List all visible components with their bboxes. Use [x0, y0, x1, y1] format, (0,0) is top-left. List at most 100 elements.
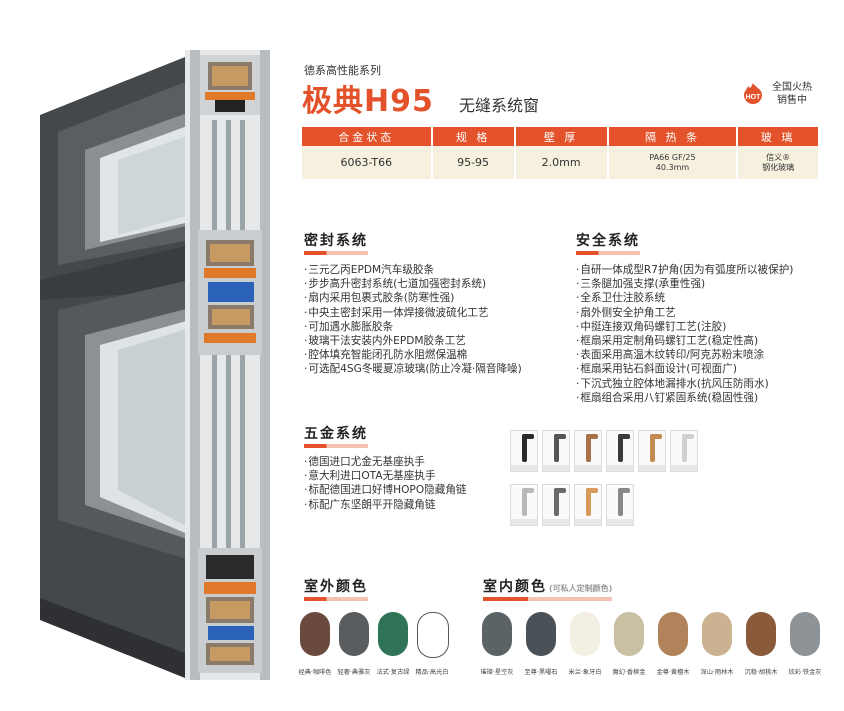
list-item: 框扇组合采用八钉紧固系统(稳固性强): [576, 391, 793, 405]
handle-caption-strip: [575, 465, 601, 471]
handle-caption-strip: [575, 519, 601, 525]
interior-color-section: 室内颜色(可私人定制颜色): [483, 576, 612, 601]
list-item: 可选配4SG冬暖夏凉玻璃(防止冷凝·隔音降噪): [304, 362, 521, 376]
color-swatch[interactable]: [482, 612, 512, 656]
handle-sample: [574, 484, 602, 526]
color-swatch[interactable]: [658, 612, 688, 656]
list-item: 扇内采用包裹式胶条(防寒性强): [304, 291, 522, 305]
safety-title: 安全系统: [576, 230, 640, 255]
handle-sample: [510, 430, 538, 472]
exterior-color-section: 室外颜色: [304, 576, 368, 601]
color-swatch-label: 炫彩·铁金灰: [788, 669, 822, 676]
spec-header-size: 规 格: [431, 127, 516, 146]
color-swatch[interactable]: [570, 612, 600, 656]
door-handle-icon: [522, 434, 534, 462]
handle-caption-strip: [543, 519, 569, 525]
door-handle-icon: [586, 434, 598, 462]
sealing-title: 密封系统: [304, 230, 368, 255]
list-item: 步步高升密封系统(七道加强密封系统): [304, 277, 522, 291]
color-swatch-label: 米兰·象牙白: [568, 669, 602, 676]
product-subtitle: 无缝系统窗: [459, 96, 540, 115]
handle-sample: [542, 484, 570, 526]
safety-section: 安全系统 自研一体成型R7护角(因为有弧度所以被保护) 三条腿加强支撑(承重性强…: [576, 230, 793, 405]
handle-caption-strip: [543, 465, 569, 471]
list-item: 标配广东坚朗平开隐藏角链: [304, 498, 467, 512]
handle-sample: [542, 430, 570, 472]
interior-color-title-text: 室内颜色: [483, 579, 547, 595]
spec-value-size: 95-95: [431, 146, 516, 179]
spec-header-strip: 隔 热 条: [607, 127, 739, 146]
list-item: 可加遇水膨胀胶条: [304, 320, 522, 334]
list-item: 玻璃干法安装内外EPDM胶条工艺: [304, 334, 522, 348]
hot-sales-text: 全国火热 销售中: [772, 81, 812, 107]
spec-value-strip: PA66 GF/25 40.3mm: [607, 146, 739, 179]
sealing-section: 密封系统 三元乙丙EPDM汽车级胶条 步步高升密封系统(七道加强密封系统) 扇内…: [304, 230, 522, 377]
handle-caption-strip: [607, 519, 633, 525]
hardware-section: 五金系统 德国进口尤金无基座执手 意大利进口OTA无基座执手 标配德国进口好博H…: [304, 423, 467, 512]
color-swatch[interactable]: [300, 612, 330, 656]
list-item: 框扇采用定制角码螺钉工艺(稳定性高): [576, 334, 793, 348]
color-swatch[interactable]: [417, 612, 449, 658]
handle-caption-strip: [511, 465, 537, 471]
list-item: 表面采用高温木纹转印/阿克苏粉末喷涂: [576, 348, 793, 362]
spec-header-thickness: 壁 厚: [514, 127, 609, 146]
list-item: 自研一体成型R7护角(因为有弧度所以被保护): [576, 263, 793, 277]
exterior-swatches: 经典·咖啡色轻奢·典雅灰法式·复古绿精品·高光白: [290, 612, 460, 682]
handle-caption-strip: [671, 465, 697, 471]
door-handle-icon: [682, 434, 694, 462]
interior-color-note: (可私人定制颜色): [549, 584, 613, 593]
hardware-title: 五金系统: [304, 423, 368, 448]
spec-header-alloy: 合金状态: [302, 127, 433, 146]
interior-swatches: 璀璨·星空灰至尊·黑曜石米兰·象牙白魔幻·香槟金金尊·黄檀木深山·雨林木沉稳·胡…: [472, 612, 842, 682]
spec-value-thickness: 2.0mm: [514, 146, 609, 179]
exterior-color-title: 室外颜色: [304, 576, 368, 601]
window-profile-illustration: [40, 50, 270, 680]
hot-text-line1: 全国火热: [772, 82, 812, 93]
color-swatch-label: 金尊·黄檀木: [656, 669, 690, 676]
color-swatch-label: 至尊·黑曜石: [524, 669, 558, 676]
door-handle-icon: [522, 488, 534, 516]
handle-sample: [670, 430, 698, 472]
color-swatch-label: 精品·高光白: [415, 669, 449, 676]
spec-header-row: 合金状态 规 格 壁 厚 隔 热 条 玻 璃: [302, 127, 818, 146]
list-item: 全系卫仕注胶系统: [576, 291, 793, 305]
sealing-list: 三元乙丙EPDM汽车级胶条 步步高升密封系统(七道加强密封系统) 扇内采用包裹式…: [304, 263, 522, 377]
color-swatch[interactable]: [702, 612, 732, 656]
list-item: 框扇采用钻石斜面设计(可视面广): [576, 362, 793, 376]
door-handle-icon: [650, 434, 662, 462]
list-item: 标配德国进口好博HOPO隐藏角链: [304, 483, 466, 497]
list-item: 中央主密封采用一体焊接微波硫化工艺: [304, 306, 522, 320]
color-swatch[interactable]: [614, 612, 644, 656]
door-handle-icon: [618, 434, 630, 462]
safety-list: 自研一体成型R7护角(因为有弧度所以被保护) 三条腿加强支撑(承重性强) 全系卫…: [576, 263, 793, 405]
series-label: 德系高性能系列: [304, 64, 381, 77]
door-handle-icon: [618, 488, 630, 516]
door-handle-icon: [554, 488, 566, 516]
handle-sample: [510, 484, 538, 526]
handle-sample: [606, 430, 634, 472]
color-swatch[interactable]: [526, 612, 556, 656]
handle-caption-strip: [607, 465, 633, 471]
hot-badge-text: HOT: [746, 94, 762, 101]
color-swatch[interactable]: [746, 612, 776, 656]
list-item: 腔体填充智能闭孔防水阻燃保温棉: [304, 348, 522, 362]
handle-caption-strip: [511, 519, 537, 525]
spec-value-row: 6063-T66 95-95 2.0mm PA66 GF/25 40.3mm 信…: [302, 146, 818, 179]
door-handle-icon: [554, 434, 566, 462]
interior-color-title: 室内颜色(可私人定制颜色): [483, 576, 612, 601]
handle-sample: [574, 430, 602, 472]
color-swatch-label: 法式·复古绿: [376, 669, 410, 676]
color-swatch-label: 轻奢·典雅灰: [337, 669, 371, 676]
color-swatch[interactable]: [339, 612, 369, 656]
color-swatch-label: 璀璨·星空灰: [480, 669, 514, 676]
color-swatch[interactable]: [378, 612, 408, 656]
color-swatch-label: 魔幻·香槟金: [612, 669, 646, 676]
handle-samples: [510, 430, 698, 530]
product-title: 极典H95: [302, 84, 434, 119]
hot-text-line2: 销售中: [777, 95, 807, 106]
color-swatch-label: 沉稳·胡桃木: [744, 669, 778, 676]
list-item: 三元乙丙EPDM汽车级胶条: [304, 263, 522, 277]
list-item: 三条腿加强支撑(承重性强): [576, 277, 793, 291]
color-swatch-label: 经典·咖啡色: [298, 669, 332, 676]
color-swatch[interactable]: [790, 612, 820, 656]
